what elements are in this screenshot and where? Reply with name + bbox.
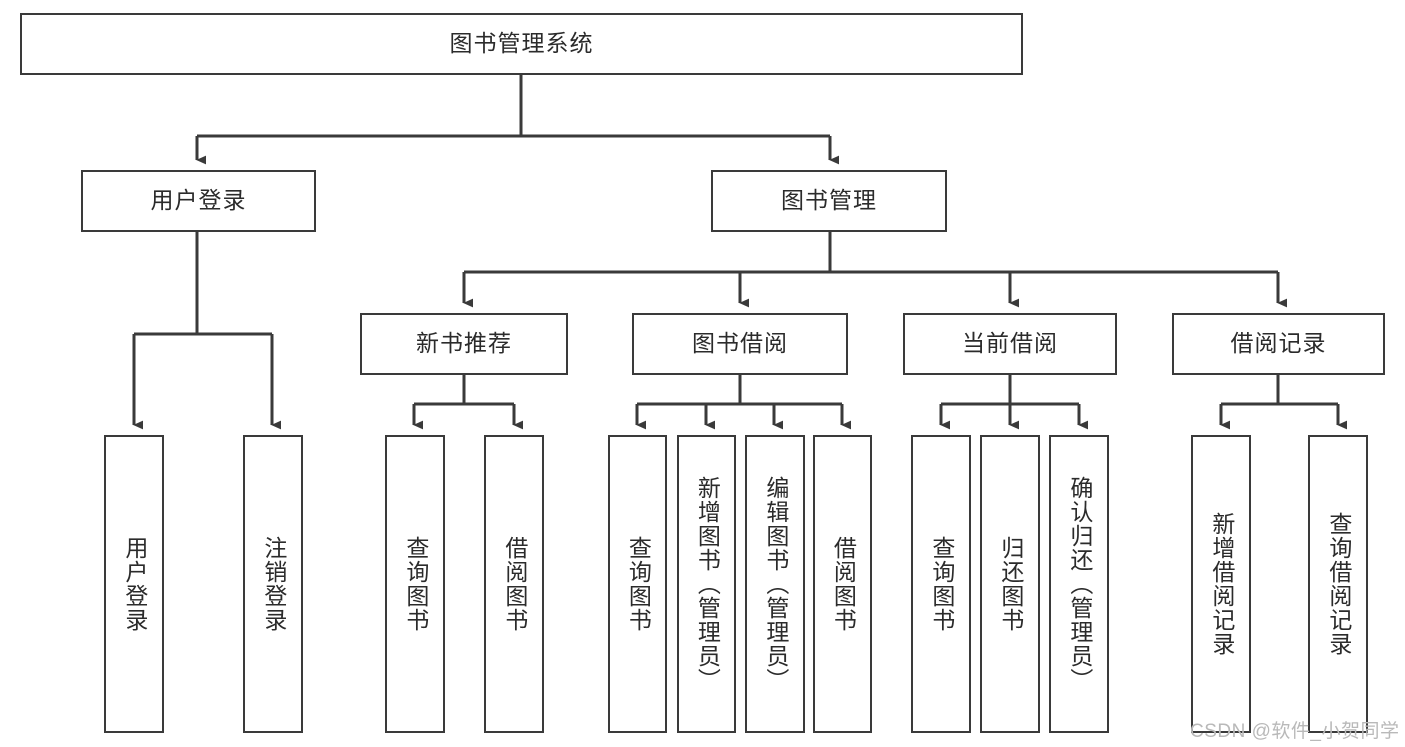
csdn-watermark: CSDN @软件_小贺同学	[1190, 721, 1400, 742]
node-book-borrow-label: 图书借阅	[692, 330, 788, 357]
node-borrow-records-label: 借阅记录	[1230, 330, 1327, 357]
node-book-borrow[interactable]: 图书借阅	[632, 313, 848, 375]
node-user-login-label: 用户登录	[150, 187, 247, 214]
node-new-book-recommend[interactable]: 新书推荐	[360, 313, 568, 375]
leaf-new-book-borrow-label: 借阅图书	[501, 536, 528, 632]
leaf-records-query-record[interactable]: 查询借阅记录	[1308, 435, 1368, 733]
node-book-management-label: 图书管理	[781, 187, 877, 214]
leaf-borrow-add-book[interactable]: 新增图书（管理员）	[677, 435, 736, 733]
leaf-current-query-book[interactable]: 查询图书	[911, 435, 971, 733]
leaf-user-login-signout[interactable]: 注销登录	[243, 435, 303, 733]
node-root-system-label: 图书管理系统	[449, 30, 594, 57]
leaf-borrow-borrow-book-label: 借阅图书	[830, 536, 857, 632]
node-borrow-records[interactable]: 借阅记录	[1172, 313, 1385, 375]
leaf-current-return-book-label: 归还图书	[997, 536, 1024, 632]
leaf-borrow-edit-book[interactable]: 编辑图书（管理员）	[745, 435, 805, 733]
node-current-borrow[interactable]: 当前借阅	[903, 313, 1117, 375]
leaf-current-confirm-return-label: 确认归还（管理员）	[1066, 476, 1093, 692]
node-current-borrow-label: 当前借阅	[962, 330, 1058, 357]
node-user-login[interactable]: 用户登录	[81, 170, 316, 232]
leaf-current-return-book[interactable]: 归还图书	[980, 435, 1040, 733]
leaf-user-login-signout-label: 注销登录	[260, 536, 287, 632]
leaf-records-add-record[interactable]: 新增借阅记录	[1191, 435, 1251, 733]
leaf-current-query-book-label: 查询图书	[928, 536, 955, 632]
leaf-records-query-record-label: 查询借阅记录	[1325, 512, 1352, 656]
leaf-borrow-add-book-label: 新增图书（管理员）	[694, 476, 721, 692]
leaf-user-login-signin-label: 用户登录	[121, 536, 148, 632]
leaf-borrow-edit-book-label: 编辑图书（管理员）	[762, 476, 789, 692]
leaf-current-confirm-return[interactable]: 确认归还（管理员）	[1049, 435, 1109, 733]
leaf-borrow-query-book[interactable]: 查询图书	[608, 435, 667, 733]
node-book-management[interactable]: 图书管理	[711, 170, 947, 232]
leaf-borrow-borrow-book[interactable]: 借阅图书	[813, 435, 872, 733]
leaf-new-book-query[interactable]: 查询图书	[385, 435, 445, 733]
node-new-book-recommend-label: 新书推荐	[416, 330, 512, 357]
leaf-borrow-query-book-label: 查询图书	[625, 536, 652, 632]
leaf-new-book-query-label: 查询图书	[402, 536, 429, 632]
leaf-new-book-borrow[interactable]: 借阅图书	[484, 435, 544, 733]
leaf-user-login-signin[interactable]: 用户登录	[104, 435, 164, 733]
node-root-system[interactable]: 图书管理系统	[20, 13, 1023, 75]
leaf-records-add-record-label: 新增借阅记录	[1208, 512, 1235, 656]
